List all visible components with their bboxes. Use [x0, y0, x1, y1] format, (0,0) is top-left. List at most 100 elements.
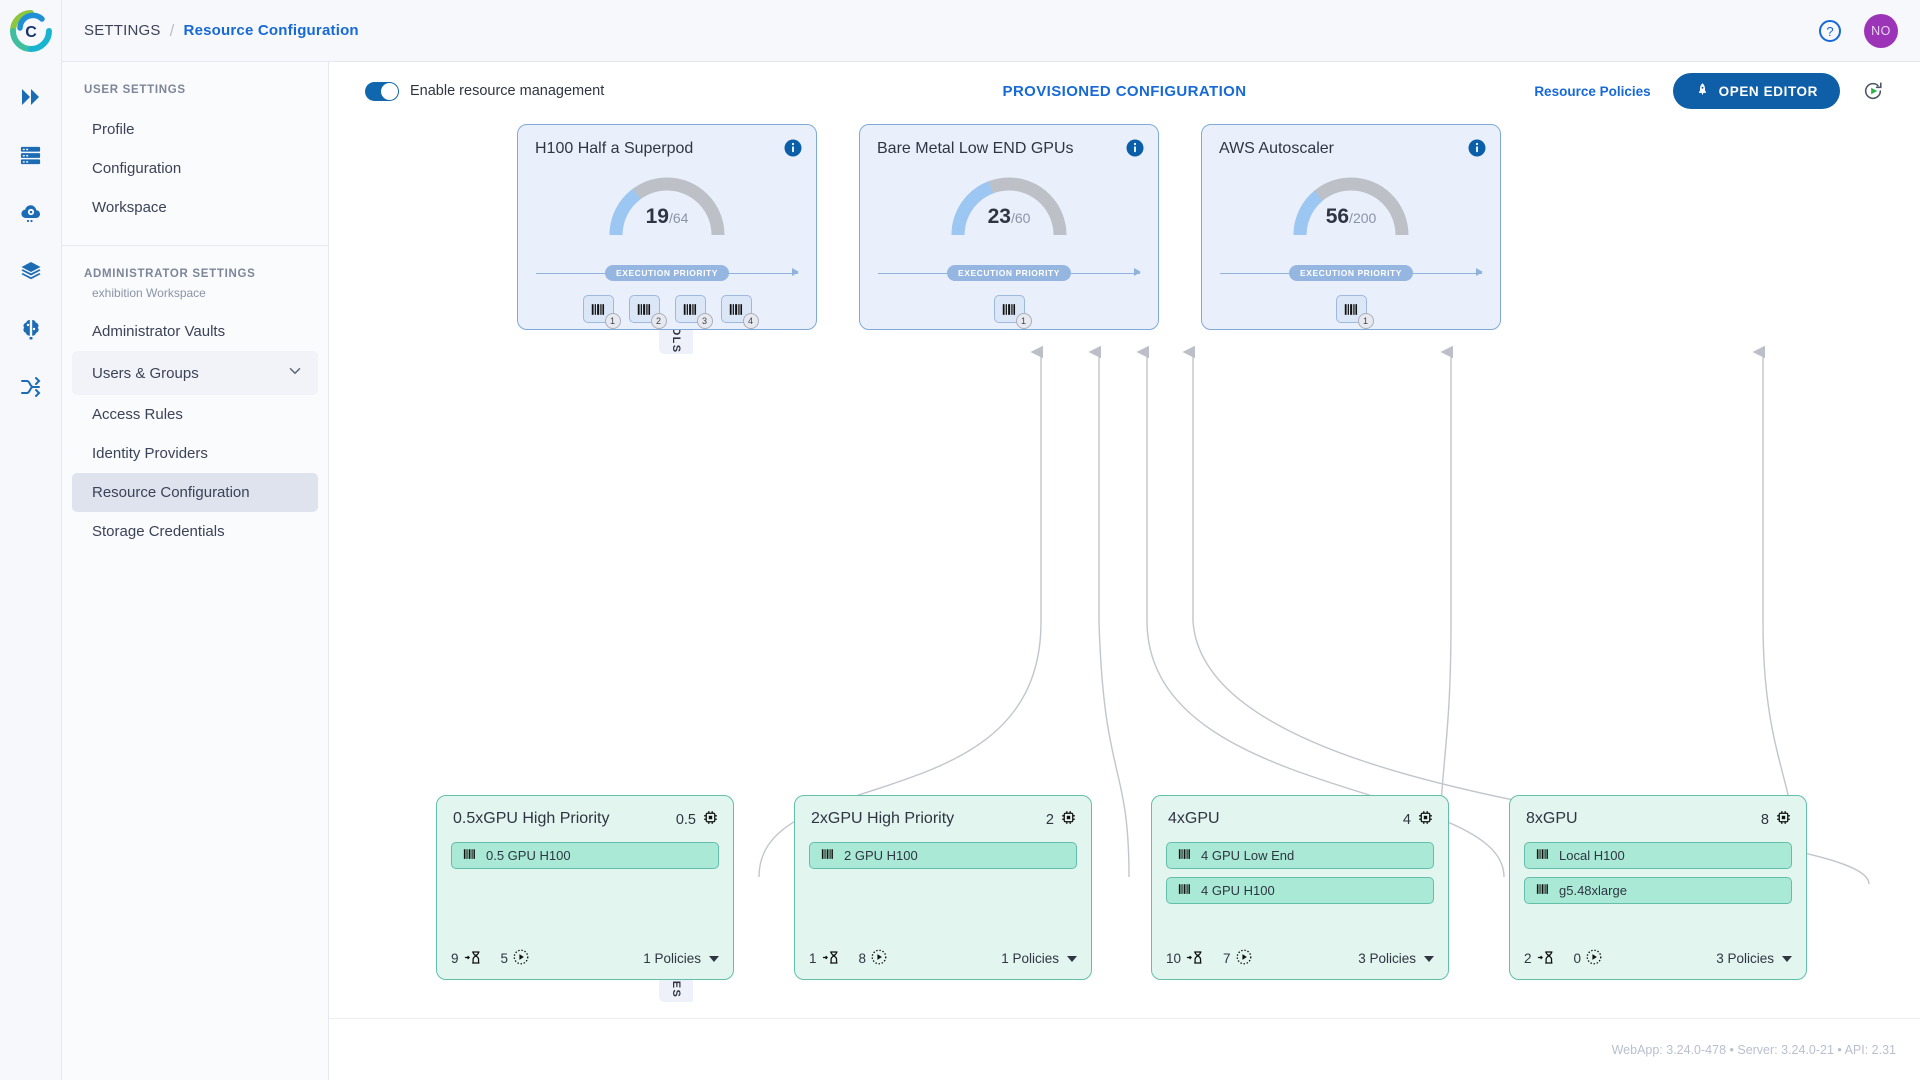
- brain-circuit-icon[interactable]: [18, 316, 44, 342]
- profile-footer: 9 5 1 Policies: [451, 949, 719, 968]
- profile-gpu-count-wrap: 4: [1403, 809, 1434, 830]
- profile-running-count: 7: [1223, 951, 1231, 966]
- layers-icon[interactable]: [18, 258, 44, 284]
- resource-profile-card[interactable]: 2xGPU High Priority 2 2 GPU H100 1: [794, 795, 1092, 980]
- resource-pool-card[interactable]: AWS Autoscaler 56/200 EXECUTION PRIORITY…: [1201, 124, 1501, 330]
- profile-title: 0.5xGPU High Priority: [453, 810, 610, 827]
- profile-resource-rows: Local H100 g5.48xlarge: [1524, 842, 1792, 904]
- barcode-icon: [1536, 848, 1550, 864]
- enable-resource-management-toggle[interactable]: [365, 81, 399, 101]
- hourglass-icon: [1537, 950, 1557, 968]
- sidebar-item-access-rules[interactable]: Access Rules: [92, 406, 183, 423]
- avatar[interactable]: NO: [1864, 13, 1898, 48]
- priority-arrow-icon: [1134, 268, 1141, 276]
- pool-chip[interactable]: 1: [993, 295, 1032, 329]
- pool-used: 56: [1325, 205, 1350, 228]
- profile-policies-dropdown[interactable]: 1 Policies: [643, 951, 719, 966]
- server-rack-icon[interactable]: [18, 142, 44, 168]
- profile-policies-dropdown[interactable]: 3 Policies: [1358, 951, 1434, 966]
- hourglass-icon: [464, 950, 484, 968]
- profile-policies-dropdown[interactable]: 1 Policies: [1001, 951, 1077, 966]
- check-icon: [384, 86, 395, 97]
- sidebar-item-profile[interactable]: Profile: [92, 121, 135, 138]
- profile-resource-row[interactable]: 4 GPU H100: [1166, 877, 1434, 904]
- resource-profile-card[interactable]: 4xGPU 4 4 GPU Low End 4 GPU H100: [1151, 795, 1449, 980]
- pool-chip[interactable]: 1: [1335, 295, 1374, 329]
- pool-title: AWS Autoscaler: [1219, 140, 1335, 157]
- resource-profile-card[interactable]: 0.5xGPU High Priority 0.5 0.5 GPU H100 9: [436, 795, 734, 980]
- breadcrumb: SETTINGS / Resource Configuration: [84, 21, 359, 41]
- profile-resource-row[interactable]: g5.48xlarge: [1524, 877, 1792, 904]
- profile-queued-count: 9: [451, 951, 459, 966]
- help-circle-icon[interactable]: ?: [1818, 19, 1842, 43]
- pool-title: Bare Metal Low END GPUs: [877, 140, 1074, 157]
- admin-settings-heading: ADMINISTRATOR SETTINGS: [84, 268, 256, 280]
- svg-text:C: C: [25, 24, 37, 41]
- resource-policies-link[interactable]: Resource Policies: [1534, 83, 1651, 99]
- pool-chip[interactable]: 1: [582, 295, 621, 329]
- sidebar-item-administrator-vaults[interactable]: Administrator Vaults: [92, 323, 226, 340]
- info-icon[interactable]: [1126, 139, 1144, 157]
- profile-policies-label: 3 Policies: [1358, 951, 1416, 966]
- breadcrumb-root[interactable]: SETTINGS: [84, 22, 161, 39]
- breadcrumb-current: Resource Configuration: [183, 22, 359, 39]
- profile-policies-dropdown[interactable]: 3 Policies: [1716, 951, 1792, 966]
- resource-pool-card[interactable]: Bare Metal Low END GPUs 23/60 EXECUTION …: [859, 124, 1159, 330]
- profile-footer: 10 7 3 Policies: [1166, 949, 1434, 968]
- profile-resource-row[interactable]: Local H100: [1524, 842, 1792, 869]
- play-dotted-icon: [1586, 949, 1602, 968]
- footer-version-bar: WebApp: 3.24.0-478 • Server: 3.24.0-21 •…: [329, 1018, 1920, 1080]
- svg-text:?: ?: [1826, 24, 1833, 39]
- profile-resource-label: g5.48xlarge: [1559, 883, 1627, 898]
- cloud-gear-icon[interactable]: [18, 200, 44, 226]
- double-chevron-right-icon[interactable]: [18, 84, 44, 110]
- profile-resource-label: 2 GPU H100: [844, 848, 918, 863]
- workflow-shuffle-icon[interactable]: [18, 374, 44, 400]
- sidebar-item-configuration[interactable]: Configuration: [92, 160, 182, 177]
- pool-title: H100 Half a Superpod: [535, 140, 694, 157]
- chip-number: 1: [1015, 313, 1032, 329]
- sidebar-item-resource-configuration[interactable]: Resource Configuration: [72, 473, 318, 512]
- sidebar-item-storage-credentials[interactable]: Storage Credentials: [92, 523, 225, 540]
- sidebar-item-identity-providers[interactable]: Identity Providers: [92, 445, 208, 462]
- profile-resource-row[interactable]: 0.5 GPU H100: [451, 842, 719, 869]
- resource-pool-card[interactable]: H100 Half a Superpod 19/64 EXECUTION PRI…: [517, 124, 817, 330]
- pool-used: 19: [645, 205, 669, 228]
- profile-footer: 2 0 3 Policies: [1524, 949, 1792, 968]
- c-logo-icon[interactable]: C: [8, 8, 54, 54]
- pool-profile-chips: 1: [860, 295, 1158, 329]
- info-icon[interactable]: [784, 139, 802, 157]
- cpu-chip-icon: [702, 809, 719, 830]
- sidebar-item-users-groups[interactable]: Users & Groups: [72, 351, 318, 395]
- profile-running-stat: 8: [859, 949, 888, 968]
- profile-resource-row[interactable]: 4 GPU Low End: [1166, 842, 1434, 869]
- toggle-label: Enable resource management: [410, 83, 605, 99]
- toolbar-actions: Resource Policies OPEN EDITOR: [1534, 73, 1884, 109]
- profile-resource-label: 4 GPU Low End: [1201, 848, 1295, 863]
- resource-profile-card[interactable]: 8xGPU 8 Local H100 g5.48xlarge: [1509, 795, 1807, 980]
- header-actions: ? NO: [1818, 13, 1898, 48]
- pool-profile-chips: 1: [1202, 295, 1500, 329]
- profile-title: 8xGPU: [1526, 810, 1578, 827]
- pool-chip[interactable]: 3: [674, 295, 713, 329]
- profile-resource-label: 0.5 GPU H100: [486, 848, 571, 863]
- sidebar-divider: [62, 245, 328, 246]
- sidebar-item-workspace[interactable]: Workspace: [92, 199, 167, 216]
- rocket-icon: [1695, 82, 1710, 100]
- user-settings-heading: USER SETTINGS: [84, 84, 186, 96]
- profile-gpu-count: 8: [1760, 811, 1769, 828]
- admin-workspace-name: exhibition Workspace: [92, 286, 206, 300]
- refresh-play-icon[interactable]: [1862, 80, 1884, 102]
- info-icon[interactable]: [1468, 139, 1486, 157]
- profile-gpu-count-wrap: 2: [1046, 809, 1077, 830]
- chip-number: 4: [742, 313, 759, 329]
- priority-arrow-icon: [1476, 268, 1483, 276]
- hourglass-icon: [822, 950, 842, 968]
- chip-number: 1: [604, 313, 621, 329]
- profile-resource-row[interactable]: 2 GPU H100: [809, 842, 1077, 869]
- pool-chip[interactable]: 2: [628, 295, 667, 329]
- profile-running-count: 8: [858, 951, 867, 966]
- pool-chip[interactable]: 4: [720, 295, 759, 329]
- open-editor-button[interactable]: OPEN EDITOR: [1672, 73, 1840, 109]
- pool-gauge: [1293, 177, 1409, 236]
